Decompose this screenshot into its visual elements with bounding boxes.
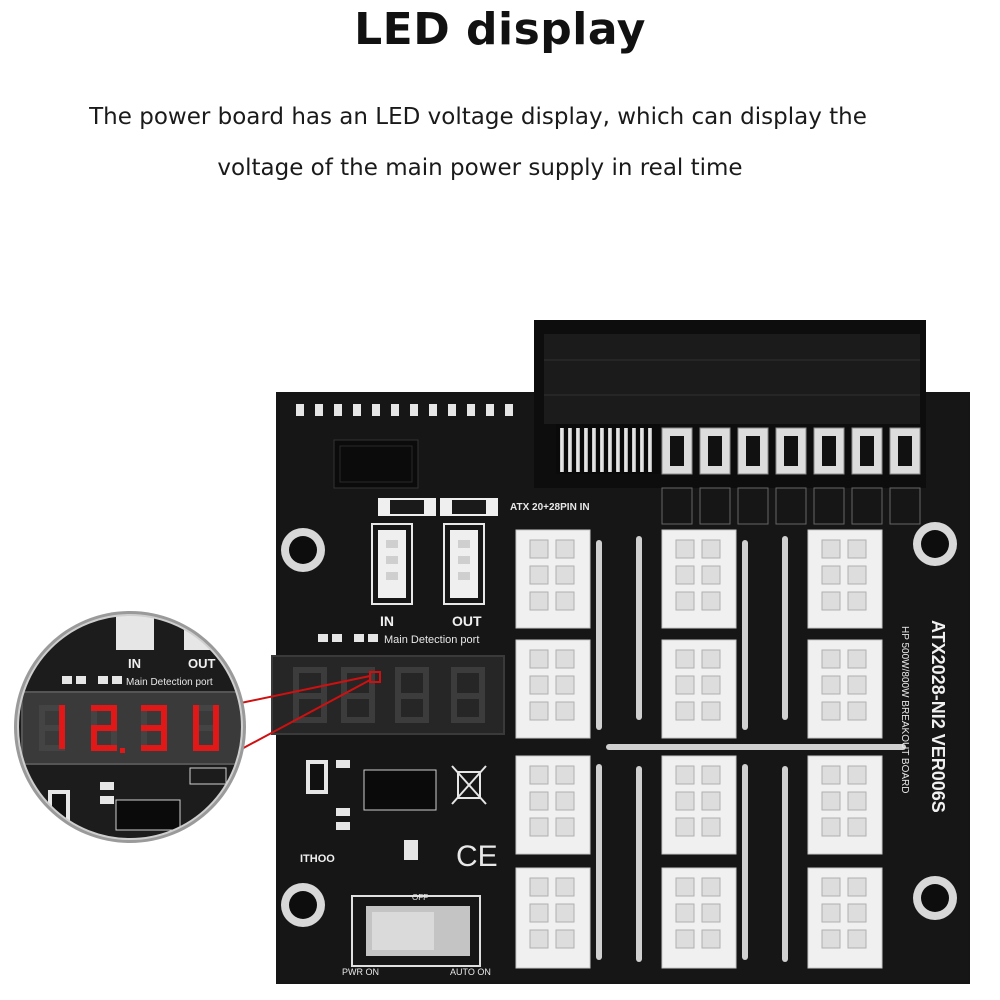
brand-label: ITHOO <box>300 853 335 865</box>
port-in-connector <box>371 523 413 605</box>
power-switch[interactable] <box>351 895 481 967</box>
seven-segment-display <box>271 655 505 735</box>
detection-port-label: Main Detection port <box>384 634 479 646</box>
zoom-magnifier: IN OUT Main Detection port <box>14 611 246 843</box>
recycle-bin-icon <box>451 765 487 805</box>
model-label: ATX2028-NI2 VER006S <box>928 620 948 813</box>
led-row <box>296 404 513 416</box>
mounting-holes <box>281 522 957 927</box>
zoom-in-label: IN <box>128 656 141 671</box>
chip-u1 <box>363 769 437 811</box>
atx-pins-left <box>556 424 660 474</box>
pcb-board: IN OUT ATX 20+28PIN IN Main Detection po… <box>271 320 970 984</box>
port-out-label: OUT <box>452 613 482 629</box>
ce-mark: CE <box>456 840 498 873</box>
callout-target <box>369 671 381 683</box>
zoom-led-reading <box>39 705 219 753</box>
description-line-2: voltage of the main power supply in real… <box>217 155 743 181</box>
zoom-detection-label: Main Detection port <box>126 677 213 688</box>
port-in-label: IN <box>380 613 394 629</box>
page-title: LED display <box>354 4 646 55</box>
relay <box>333 439 419 489</box>
connector-label: ATX 20+28PIN IN <box>510 502 590 513</box>
switch-off-label: OFF <box>412 893 428 902</box>
switch-auto-on-label: AUTO ON <box>450 967 491 977</box>
zoom-out-label: OUT <box>188 656 216 671</box>
description-line-1: The power board has an LED voltage displ… <box>89 104 867 130</box>
switch-pwr-on-label: PWR ON <box>342 967 379 977</box>
port-out-connector <box>443 523 485 605</box>
subtitle-label: HP 500W/800W BREAKOUT BOARD <box>899 626 910 793</box>
callout-lines <box>235 675 371 753</box>
pcie-connector-grid <box>515 529 906 969</box>
atx-connector <box>534 320 926 525</box>
